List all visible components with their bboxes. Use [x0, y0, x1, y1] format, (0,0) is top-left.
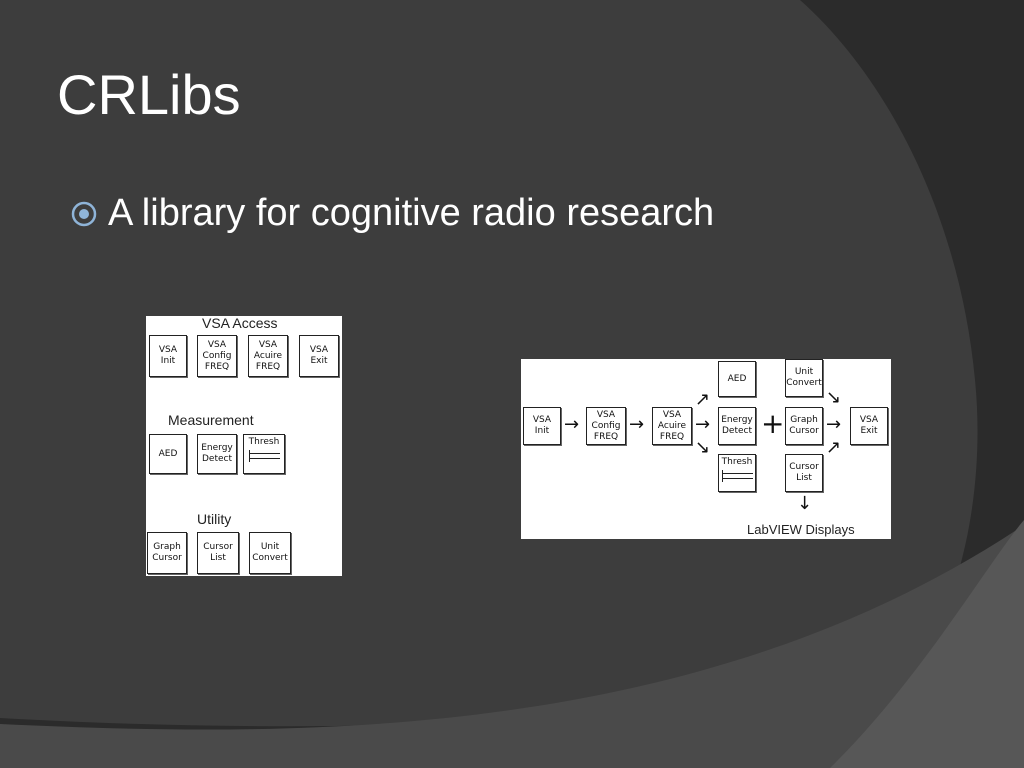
vsa-exit-block: VSA Exit — [850, 407, 888, 445]
block-line: Detect — [201, 454, 232, 464]
block-line: FREQ — [204, 361, 230, 372]
vsa-access-title: VSA Access — [202, 316, 278, 331]
block-line: Unit — [260, 542, 280, 552]
block-line: Cursor — [789, 462, 819, 472]
bullet-text: A library for cognitive radio research — [108, 192, 715, 234]
graph-cursor-block: Graph Cursor — [147, 532, 187, 574]
block-line: Init — [160, 356, 176, 366]
flow-diagram-image: VSA Init → VSA Config FREQ → VSA Acuire … — [521, 359, 891, 539]
energy-detect-block: Energy Detect — [197, 434, 237, 474]
vsa-config-freq-block: VSA Config FREQ — [586, 407, 626, 445]
labview-displays-caption: LabVIEW Displays — [747, 522, 855, 537]
thresh-block: Thresh — [718, 454, 756, 492]
up-right-arrow-icon: ↗ — [826, 437, 842, 458]
right-arrow-icon: → — [826, 414, 842, 435]
utility-title: Utility — [197, 511, 232, 527]
block-line: Graph — [790, 415, 818, 425]
block-line: Unit — [794, 367, 814, 377]
vsa-init-block: VSA Init — [523, 407, 561, 445]
block-line: Acuire — [657, 420, 687, 431]
block-line: Cursor — [789, 426, 819, 436]
plus-sign: + — [761, 407, 785, 440]
block-line: Thresh — [248, 437, 280, 447]
block-line: AED — [158, 448, 178, 459]
block-line: FREQ — [593, 431, 619, 442]
cursor-list-block: Cursor List — [785, 454, 823, 492]
block-line: VSA — [158, 345, 178, 355]
block-line: Graph — [153, 542, 181, 552]
graph-cursor-block: Graph Cursor — [785, 407, 823, 445]
right-arrow-icon: → — [564, 414, 580, 435]
right-arrow-icon: → — [629, 414, 645, 435]
circled-dot-bullet-icon — [71, 201, 97, 226]
bullet-item: A library for cognitive radio research — [66, 192, 714, 235]
vsa-config-freq-block: VSA Config FREQ — [197, 335, 237, 377]
vsa-exit-block: VSA Exit — [299, 335, 339, 377]
block-line: List — [210, 553, 226, 563]
block-line: Config — [591, 420, 621, 431]
block-line: Acuire — [253, 350, 283, 361]
block-line: VSA — [309, 345, 329, 355]
block-line: Convert — [786, 378, 822, 388]
block-line: VSA — [207, 339, 227, 350]
block-line: Cursor — [203, 542, 233, 552]
block-line: VSA — [662, 409, 682, 420]
block-line: List — [796, 473, 812, 483]
slide-title: CRLibs — [57, 63, 241, 126]
thresh-block: Thresh — [243, 434, 285, 474]
down-right-arrow-icon: ↘ — [826, 387, 842, 408]
right-arrow-icon: → — [695, 414, 711, 435]
block-line: Exit — [860, 426, 878, 436]
cursor-list-block: Cursor List — [197, 532, 239, 574]
block-line: Thresh — [721, 457, 753, 467]
block-line: Energy — [721, 415, 753, 425]
threshold-lines-icon — [248, 450, 280, 462]
block-line: VSA — [859, 415, 879, 425]
block-line: VSA — [258, 339, 278, 350]
block-line: Cursor — [152, 553, 182, 563]
block-line: FREQ — [659, 431, 685, 442]
block-line: Exit — [310, 356, 328, 366]
measurement-title: Measurement — [168, 412, 254, 428]
aed-block: AED — [149, 434, 187, 474]
energy-detect-block: Energy Detect — [718, 407, 756, 445]
block-line: Detect — [721, 426, 752, 436]
block-line: VSA — [532, 415, 552, 425]
down-arrow-icon: ↓ — [797, 493, 813, 514]
library-palette-image: VSA Access VSA Init VSA Config FREQ VSA … — [146, 316, 342, 576]
block-line: Config — [202, 350, 232, 361]
block-line: Init — [534, 426, 550, 436]
unit-convert-block: Unit Convert — [785, 359, 823, 397]
block-line: VSA — [596, 409, 616, 420]
up-right-arrow-icon: ↗ — [695, 389, 711, 410]
vsa-init-block: VSA Init — [149, 335, 187, 377]
aed-block: AED — [718, 361, 756, 397]
unit-convert-block: Unit Convert — [249, 532, 291, 574]
block-line: Energy — [201, 443, 233, 453]
block-line: FREQ — [255, 361, 281, 372]
vsa-acquire-freq-block: VSA Acuire FREQ — [652, 407, 692, 445]
block-line: AED — [727, 373, 747, 384]
threshold-lines-icon — [721, 470, 753, 482]
down-right-arrow-icon: ↘ — [695, 437, 711, 458]
block-line: Convert — [252, 553, 288, 563]
vsa-acquire-freq-block: VSA Acuire FREQ — [248, 335, 288, 377]
